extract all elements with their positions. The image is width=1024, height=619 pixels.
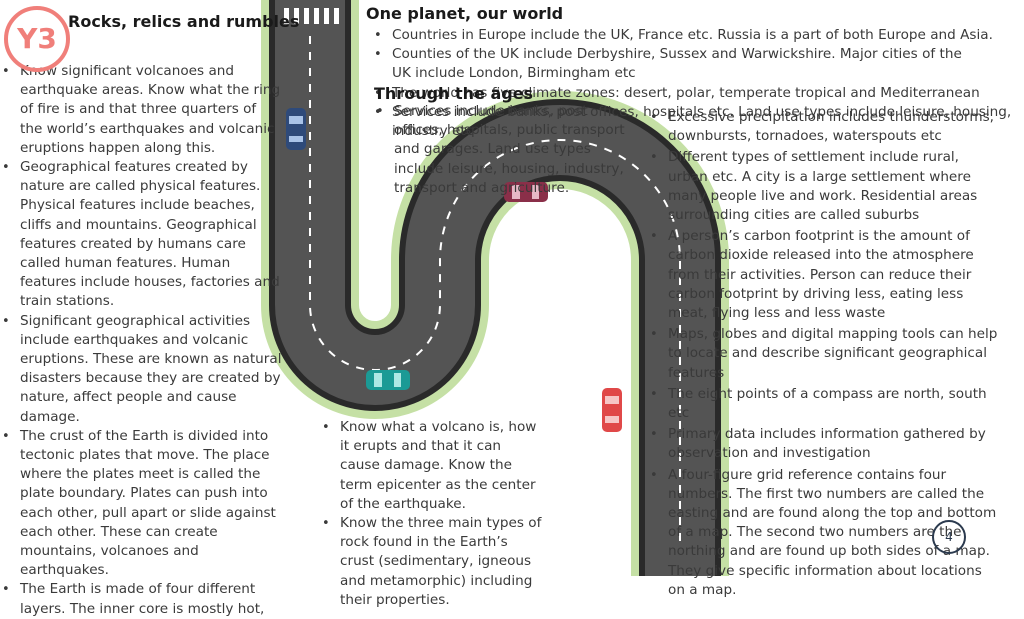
- volcano-section: Know what a volcano is, how it erupts an…: [320, 418, 542, 610]
- list-item: The eight points of a compass are north,…: [648, 385, 1002, 423]
- list-item: Maps, globes and digital mapping tools c…: [648, 325, 1002, 383]
- list-item: The world has five climate zones: desert…: [372, 84, 1012, 103]
- volcano-list: Know what a volcano is, how it erupts an…: [320, 418, 542, 610]
- car-red: [602, 388, 622, 432]
- car-blue: [286, 108, 306, 150]
- crossing-bottom: [570, 554, 615, 572]
- list-item: The Earth is made of four different laye…: [0, 580, 282, 618]
- right-section: Excessive precipitation includes thunder…: [648, 108, 1002, 600]
- list-item: Primary data includes information gather…: [648, 425, 1002, 463]
- list-item: Know what a volcano is, how it erupts an…: [320, 418, 542, 514]
- list-item: Know significant volcanoes and earthquak…: [0, 62, 282, 158]
- list-item: Significant geographical activities incl…: [0, 312, 282, 427]
- badge-ring: [4, 6, 70, 72]
- heading-planet: One planet, our world: [366, 4, 564, 23]
- ages-list: Services include banks, post offices, ho…: [374, 102, 636, 198]
- heading-ages: Through the ages: [374, 84, 534, 103]
- rocks-section: Know significant volcanoes and earthquak…: [0, 62, 282, 619]
- right-list: Excessive precipitation includes thunder…: [648, 108, 1002, 600]
- heading-rocks: Rocks, relics and rumbles: [68, 12, 300, 31]
- list-item: Services include banks, post offices, ho…: [374, 102, 636, 198]
- rocks-list: Know significant volcanoes and earthquak…: [0, 62, 282, 619]
- list-item: Geographical features created by nature …: [0, 158, 282, 312]
- road-illustration: [261, 0, 729, 576]
- list-item: A four-figure grid reference contains fo…: [648, 466, 1002, 600]
- list-item: Countries in Europe include the UK, Fran…: [372, 26, 1012, 45]
- list-item: Know the three main types of rock found …: [320, 514, 542, 610]
- road-center-line: [309, 36, 681, 548]
- list-item: Different types of settlement include ru…: [648, 148, 1002, 225]
- ages-section: Services include banks, post offices, ho…: [374, 102, 636, 198]
- list-item: Excessive precipitation includes thunder…: [648, 108, 1002, 146]
- car-teal: [366, 370, 410, 390]
- list-item: The crust of the Earth is divided into t…: [0, 427, 282, 581]
- page-number: 4: [932, 520, 966, 554]
- list-item: A person’s carbon footprint is the amoun…: [648, 227, 1002, 323]
- crossing-top: [284, 8, 339, 24]
- badge-label: Y3: [17, 22, 57, 55]
- list-item: Counties of the UK include Derbyshire, S…: [372, 45, 972, 83]
- year-badge: Y3: [4, 6, 70, 72]
